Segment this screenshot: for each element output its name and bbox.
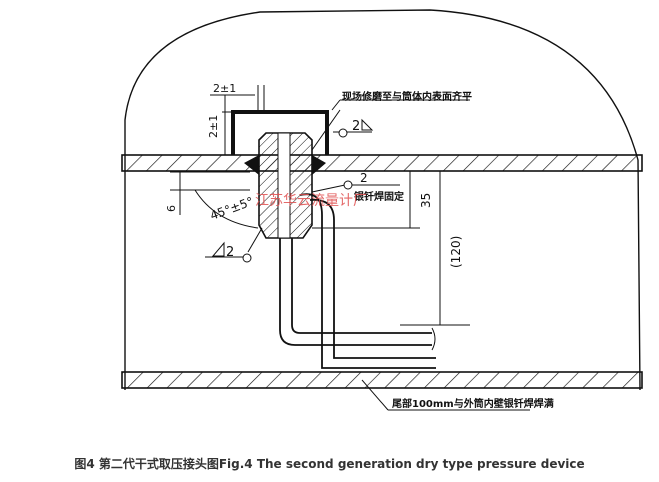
label-dim-height: 2±1: [207, 115, 220, 138]
label-dim-width: 2±1: [213, 82, 236, 95]
watermark: 江苏华云流量计厂: [255, 193, 367, 209]
label-note-tail: 尾部100mm与外筒内壁银钎焊焊满: [392, 397, 554, 410]
label-weld-top: 2: [352, 119, 360, 134]
label-weld-mid: 2: [360, 171, 368, 185]
dimension-lines: [170, 85, 530, 411]
label-dim-120: (120): [449, 236, 463, 268]
label-dim-6: 6: [165, 205, 178, 212]
plug-bore: [277, 132, 291, 239]
tube-inner: [279, 238, 432, 346]
label-dim-35: 35: [419, 193, 433, 208]
label-note-grind: 现场修磨至与筒体内表面齐平: [342, 90, 472, 103]
weld-right: [312, 155, 326, 175]
label-note-braze: 银钎焊固定: [354, 190, 404, 203]
weld-left: [244, 155, 259, 175]
label-weld-bottom: 2: [226, 245, 234, 260]
tube-inner-break: [431, 327, 436, 351]
leader-dot-bottom: [242, 253, 252, 263]
leader-dot-mid: [343, 180, 353, 190]
bottom-wall: [121, 371, 643, 389]
figure-caption: 图4 第二代干式取压接头图Fig.4 The second generation…: [74, 457, 585, 471]
leader-dot-top: [338, 128, 348, 138]
dome-outline: [124, 9, 641, 391]
top-wall: [121, 154, 643, 172]
label-angle: 45°±5°: [208, 194, 255, 223]
weld-symbol-bottom-icon: [211, 241, 225, 257]
cap: [231, 110, 329, 155]
weld-symbol-top-icon: [361, 118, 374, 131]
tube-outer: [299, 193, 436, 369]
